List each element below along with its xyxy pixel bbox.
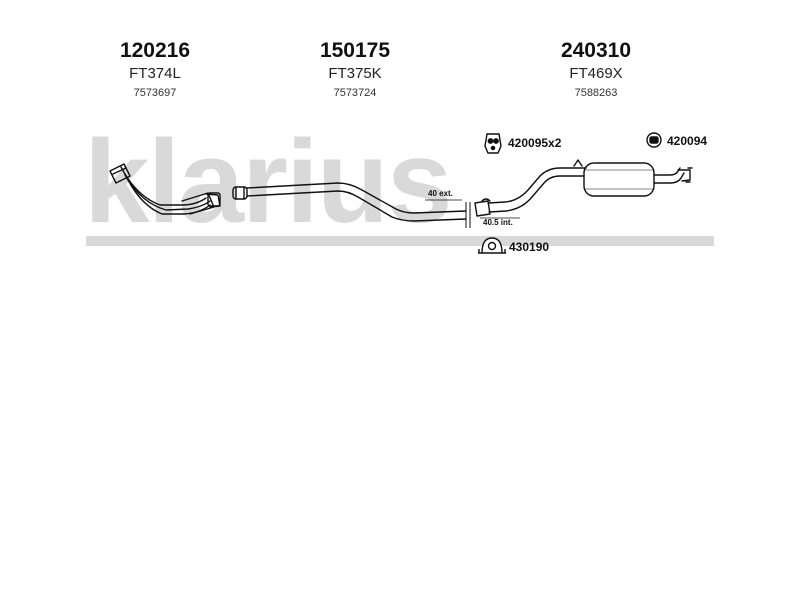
front-pipe-drawing [109, 163, 221, 215]
fitting-420095: 420095x2 [484, 133, 562, 154]
oe-number: 7588263 [575, 87, 618, 99]
part-ref: FT374L [129, 65, 181, 82]
part-code: 240310 [561, 39, 631, 62]
rubber-mount-icon [484, 133, 502, 154]
part-ref: FT469X [569, 65, 622, 82]
part-header-2: 150175 FT375K 7573724 [320, 39, 390, 99]
part-ref: FT375K [328, 65, 381, 82]
oe-number: 7573697 [134, 87, 177, 99]
part-code: 150175 [320, 39, 390, 62]
joint-dimensions: 40 ext. 40.5 int. [425, 189, 520, 228]
part-header-3: 240310 FT469X 7588263 [561, 39, 631, 99]
dimension-label: 40.5 int. [483, 218, 513, 227]
part-header-1: 120216 FT374L 7573697 [120, 39, 190, 99]
round-mount-icon [646, 132, 662, 148]
fitting-420094: 420094 [646, 132, 707, 148]
intermediate-pipe-drawing [232, 182, 467, 222]
fitting-430190: 430190 [478, 237, 549, 254]
watermark-text: klarius [84, 116, 450, 248]
clamp-icon [478, 237, 506, 254]
part-code: 120216 [120, 39, 190, 62]
oe-number: 7573724 [334, 87, 377, 99]
watermark-underline [86, 236, 714, 246]
rear-silencer-drawing [474, 159, 693, 217]
fitting-code: 430190 [509, 240, 549, 254]
watermark: klarius [84, 116, 714, 248]
fitting-code: 420095x2 [508, 136, 562, 150]
fitting-code: 420094 [667, 134, 707, 148]
dimension-label: 40 ext. [428, 189, 453, 198]
